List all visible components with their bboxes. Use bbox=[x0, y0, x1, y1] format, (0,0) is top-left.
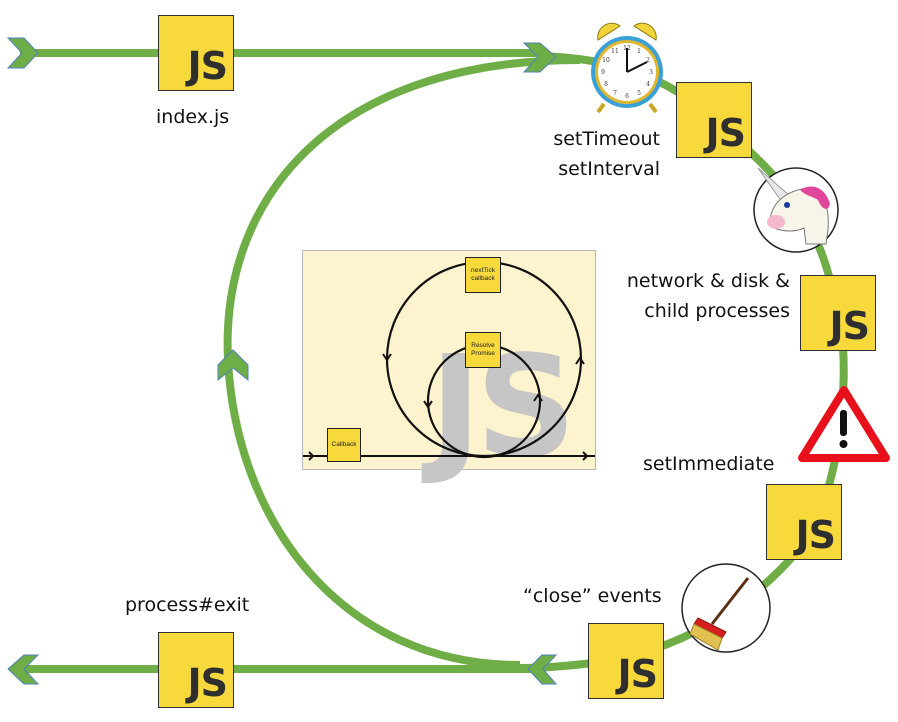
exit-chevron-icon bbox=[7, 654, 40, 685]
js-badge-entry: JS bbox=[158, 15, 234, 91]
entry-chevron-icon bbox=[6, 37, 39, 69]
svg-text:10: 10 bbox=[602, 57, 610, 64]
js-badge-exit: JS bbox=[158, 632, 234, 708]
check-label: setImmediate bbox=[643, 449, 774, 479]
svg-text:2: 2 bbox=[646, 57, 650, 64]
close-label-line-1: “close” events bbox=[523, 585, 662, 607]
poll-label-line-2: child processes bbox=[644, 300, 790, 322]
exit-label: process#exit bbox=[125, 594, 250, 616]
inset-nexttick-box: nextTick callback bbox=[465, 257, 501, 293]
js-badge-text: JS bbox=[795, 513, 836, 557]
svg-text:6: 6 bbox=[625, 93, 629, 100]
svg-text:4: 4 bbox=[646, 81, 650, 88]
inset-promise-label-2: Promise bbox=[471, 350, 495, 357]
broom-icon bbox=[681, 563, 771, 653]
svg-text:3: 3 bbox=[649, 69, 653, 76]
inset-promise-box: Resolve Promise bbox=[465, 332, 501, 368]
timers-label-line-2: setInterval bbox=[558, 158, 660, 180]
warning-icon bbox=[798, 386, 890, 462]
loop-back-chevron-icon bbox=[527, 654, 558, 685]
js-badge-text: JS bbox=[829, 304, 870, 348]
js-badge-close: JS bbox=[588, 623, 664, 699]
svg-text:5: 5 bbox=[637, 90, 641, 97]
poll-label: network & disk & child processes bbox=[627, 266, 790, 326]
unicorn-icon bbox=[753, 167, 839, 253]
js-badge-text: JS bbox=[705, 111, 746, 155]
js-badge-poll: JS bbox=[800, 275, 876, 351]
inset-promise-label-1: Resolve bbox=[471, 342, 495, 349]
inset-callback-label: Callback bbox=[331, 441, 357, 448]
entry-label: index.js bbox=[156, 106, 230, 128]
js-badge-timers: JS bbox=[676, 82, 752, 158]
js-badge-check: JS bbox=[766, 484, 842, 560]
svg-text:9: 9 bbox=[601, 69, 605, 76]
poll-label-line-1: network & disk & bbox=[626, 270, 790, 292]
timers-label: setTimeout setInterval bbox=[553, 124, 660, 184]
inset-nexttick-label-1: nextTick bbox=[471, 267, 495, 274]
js-badge-text: JS bbox=[187, 661, 228, 705]
js-badge-text: JS bbox=[187, 44, 228, 88]
inset-callback-box: Callback bbox=[327, 428, 361, 462]
timers-label-line-1: setTimeout bbox=[553, 128, 660, 150]
close-label: “close” events bbox=[523, 581, 662, 611]
svg-text:7: 7 bbox=[613, 90, 617, 97]
check-label-line-1: setImmediate bbox=[643, 453, 775, 475]
inset-nexttick-label-2: callback bbox=[471, 275, 495, 282]
loop-start-chevron-icon bbox=[522, 42, 557, 73]
svg-text:8: 8 bbox=[604, 81, 608, 88]
js-badge-text: JS bbox=[617, 652, 658, 696]
loop-up-chevron-icon bbox=[217, 349, 249, 382]
svg-text:1: 1 bbox=[637, 48, 641, 55]
svg-text:11: 11 bbox=[611, 48, 619, 55]
